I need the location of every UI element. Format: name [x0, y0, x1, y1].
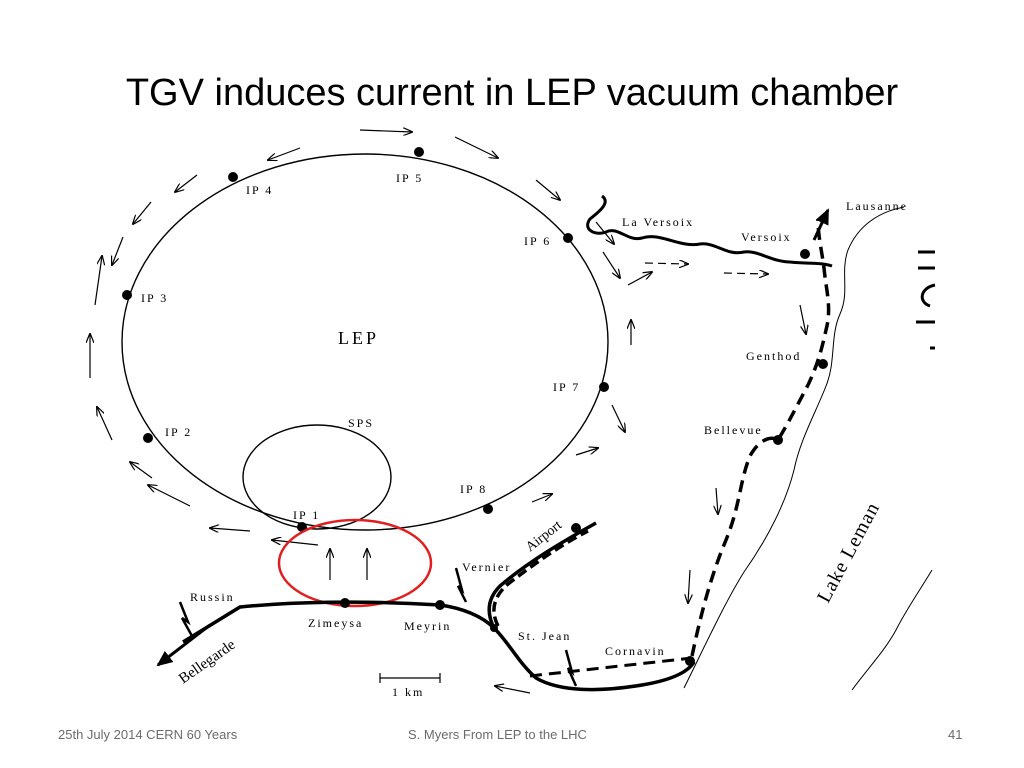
bellegarde-arrow	[156, 623, 211, 667]
slide-title: TGV induces current in LEP vacuum chambe…	[125, 72, 899, 114]
ip8-label: IP 8	[460, 482, 487, 496]
versoix-dot	[800, 249, 810, 259]
ip5-dot	[414, 147, 424, 157]
airport-dashed	[492, 529, 589, 627]
sps-label: SPS	[348, 416, 374, 430]
versoix-label: Versoix	[741, 230, 792, 244]
ip7-label: IP 7	[553, 380, 580, 394]
ip7-dot	[599, 382, 609, 392]
airport-dot	[571, 523, 581, 533]
lausanne-label: Lausanne	[846, 199, 908, 213]
ip2-dot	[143, 433, 153, 443]
ip6-dot	[563, 233, 573, 243]
lightning-icon	[564, 649, 578, 687]
ip2-label: IP 2	[165, 425, 192, 439]
la-versoix-label: La Versoix	[622, 215, 694, 229]
bellevue-dot	[773, 435, 783, 445]
st-jean-dot	[490, 624, 498, 632]
genthod-dot	[818, 359, 828, 369]
cornavin-label: Cornavin	[605, 644, 666, 658]
cornavin-dot	[685, 656, 695, 666]
meyrin-label: Meyrin	[404, 619, 451, 633]
footer-page-number: 41	[948, 727, 963, 742]
highlight-circle	[277, 518, 433, 608]
ip1-label: IP 1	[293, 508, 320, 522]
meyrin-dot	[435, 600, 445, 610]
ip3-dot	[122, 290, 132, 300]
interaction-points	[122, 147, 609, 532]
scale-bar	[379, 673, 441, 683]
lake-leman-label: Lake Leman	[813, 498, 884, 606]
lake-shoreline	[683, 206, 905, 689]
vernier-label: Vernier	[462, 560, 511, 574]
ip5-label: IP 5	[396, 171, 423, 185]
lep-ring	[121, 153, 609, 531]
ip3-label: IP 3	[141, 291, 168, 305]
airport-railway	[487, 521, 597, 629]
lightning-icon	[178, 601, 194, 637]
ip8-dot	[483, 504, 493, 514]
bellevue-label: Bellevue	[704, 423, 763, 437]
sps-ring	[242, 424, 392, 530]
lep-label: LEP	[338, 328, 379, 348]
ip4-dot	[228, 172, 238, 182]
scale-label: 1 km	[392, 685, 424, 699]
lightning-icons	[178, 567, 578, 687]
ip6-label: IP 6	[524, 234, 551, 248]
cropped-marks	[916, 250, 936, 350]
station-dots	[340, 249, 828, 666]
russin-label: Russin	[190, 590, 235, 604]
footer-date: 25th July 2014 CERN 60 Years	[58, 727, 238, 742]
genthod-label: Genthod	[746, 349, 801, 363]
zimeysa-label: Zimeysa	[308, 616, 363, 630]
st-jean-label: St. Jean	[518, 629, 571, 643]
current-flow-arrows	[90, 130, 806, 694]
zimeysa-dot	[340, 598, 350, 608]
lausanne-arrow	[812, 208, 830, 241]
ip4-label: IP 4	[246, 183, 273, 197]
lake-far-shore	[851, 569, 933, 691]
tgv-route	[690, 219, 831, 657]
lightning-icon	[454, 567, 468, 603]
tgv-dashed-overlap	[529, 656, 693, 678]
river-la-versoix	[586, 194, 833, 268]
footer-center: S. Myers From LEP to the LHC	[408, 727, 587, 742]
